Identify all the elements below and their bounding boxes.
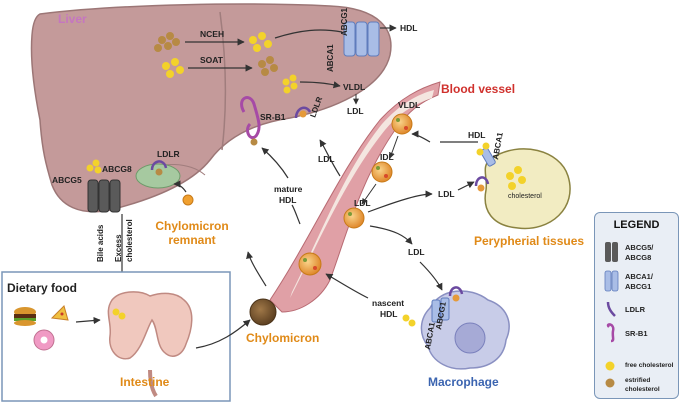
vldl-particle	[391, 113, 413, 135]
free-cholesterol-cluster-2	[162, 58, 184, 78]
free-cholesterol-cluster-3	[282, 74, 298, 94]
ldlr-receptor-gallbladder	[150, 160, 168, 176]
excess-label-1: Excess	[114, 234, 123, 262]
legend-panel: LEGEND ABCG5/ ABCG8 ABCA1/ ABCG1 LDLR SR…	[594, 212, 679, 399]
gallbladder	[135, 163, 181, 189]
vldl-out-label: VLDL	[343, 82, 365, 92]
legend-abca1-label-1: ABCA1/	[625, 272, 653, 281]
legend-abca1-label-2: ABCG1	[625, 282, 652, 291]
chylomicron-remnant-label-2: remnant	[168, 233, 215, 247]
chylomicron-remnant-label-1: Chylomicron	[155, 219, 228, 233]
esterified-cholesterol-cluster-2	[258, 56, 278, 76]
chylomicron-particle-vessel	[298, 252, 322, 276]
hdl-out-label: HDL	[400, 23, 417, 33]
ldl-to-liver-label: LDL	[318, 154, 335, 164]
free-cholesterol-legend-icon	[605, 361, 615, 371]
mature-hdl-label-2: HDL	[279, 195, 296, 205]
legend-esterified-label-1: estrified	[625, 377, 651, 384]
abca1-transporter-tissue	[476, 142, 496, 167]
ldlr-receptor-liver	[294, 106, 312, 119]
abca1-liver-label: ABCA1	[326, 44, 335, 72]
ldl-to-macrophage-label: LDL	[408, 247, 425, 257]
cholesterol-label: cholesterol	[508, 193, 542, 200]
abca1-abcg1-transporter-macrophage	[431, 297, 450, 323]
esterified-cholesterol-legend-icon	[605, 378, 615, 388]
abcg5-abcg8-transporter	[87, 179, 121, 213]
legend-free-cholesterol-label: free cholesterol	[625, 362, 674, 369]
legend-esterified-label-2: cholesterol	[625, 386, 660, 393]
blood-vessel-label: Blood vessel	[441, 82, 515, 96]
sr-b1-receptor	[240, 96, 261, 139]
hdl-tissue-label: HDL	[468, 130, 485, 140]
abcg5-label: ABCG5	[52, 175, 82, 185]
ldl-out-label: LDL	[347, 106, 364, 116]
abcg8-label: ABCG8	[102, 164, 132, 174]
abca1-abcg1-transporter-liver	[343, 21, 380, 57]
intestine-label: Intestine	[120, 375, 170, 389]
bile-acids-label: Bile acids	[96, 224, 105, 262]
ldl-to-tissue-label: LDL	[438, 189, 455, 199]
nascent-hdl-label-1: nascent	[372, 298, 404, 308]
abcg5-abcg8-legend-icon	[605, 242, 618, 262]
free-cholesterol-cluster-1	[249, 32, 272, 52]
donut-icon	[33, 329, 55, 351]
sr-b1-label: SR-B1	[260, 112, 286, 122]
ldlr-receptor-macrophage	[448, 286, 464, 302]
nascent-hdl-label-2: HDL	[380, 309, 397, 319]
abcg1-liver-label: ABCG1	[340, 7, 349, 36]
liver-label: Liver	[58, 12, 87, 26]
legend-abcg5-label-2: ABCG8	[625, 253, 652, 262]
macrophage-label: Macrophage	[428, 375, 499, 389]
peripheral-tissue-cell	[484, 148, 571, 230]
burger-icon	[14, 307, 36, 326]
dietary-food-label: Dietary food	[7, 281, 77, 295]
liver	[30, 3, 392, 213]
intestine	[107, 291, 193, 398]
idl-particle	[371, 161, 393, 183]
vldl-vessel-label: VLDL	[398, 100, 420, 110]
sr-b1-legend-icon	[606, 323, 615, 343]
esterified-dot-srb1	[250, 138, 258, 146]
soat-label: SOAT	[200, 55, 224, 65]
chylomicron-label: Chylomicron	[246, 331, 319, 345]
legend-ldlr-label: LDLR	[625, 305, 645, 314]
ldl-particle	[343, 207, 365, 229]
chylomicron-particle	[249, 298, 277, 326]
mature-hdl-label-1: mature	[274, 184, 303, 194]
legend-srb1-label: SR-B1	[625, 329, 648, 338]
excess-label-2: cholesterol	[125, 219, 134, 262]
nceh-label: NCEH	[200, 29, 224, 39]
peripheral-tissues-label: Perypherial tissues	[474, 234, 584, 248]
idl-vessel-label: IDL	[380, 152, 394, 162]
legend-abcg5-label-1: ABCG5/	[625, 243, 654, 252]
ldlr-intestine-label: LDLR	[157, 149, 180, 159]
ldlr-legend-icon	[606, 301, 616, 317]
abca1-abcg1-legend-icon	[604, 270, 619, 292]
legend-title: LEGEND	[613, 219, 660, 231]
free-cholesterol-cluster-4	[86, 159, 102, 174]
ldlr-receptor-tissue	[474, 176, 490, 192]
esterified-cholesterol-cluster-1	[154, 32, 180, 52]
chylomicron-remnant-particle	[182, 194, 194, 206]
pizza-icon	[50, 305, 69, 321]
